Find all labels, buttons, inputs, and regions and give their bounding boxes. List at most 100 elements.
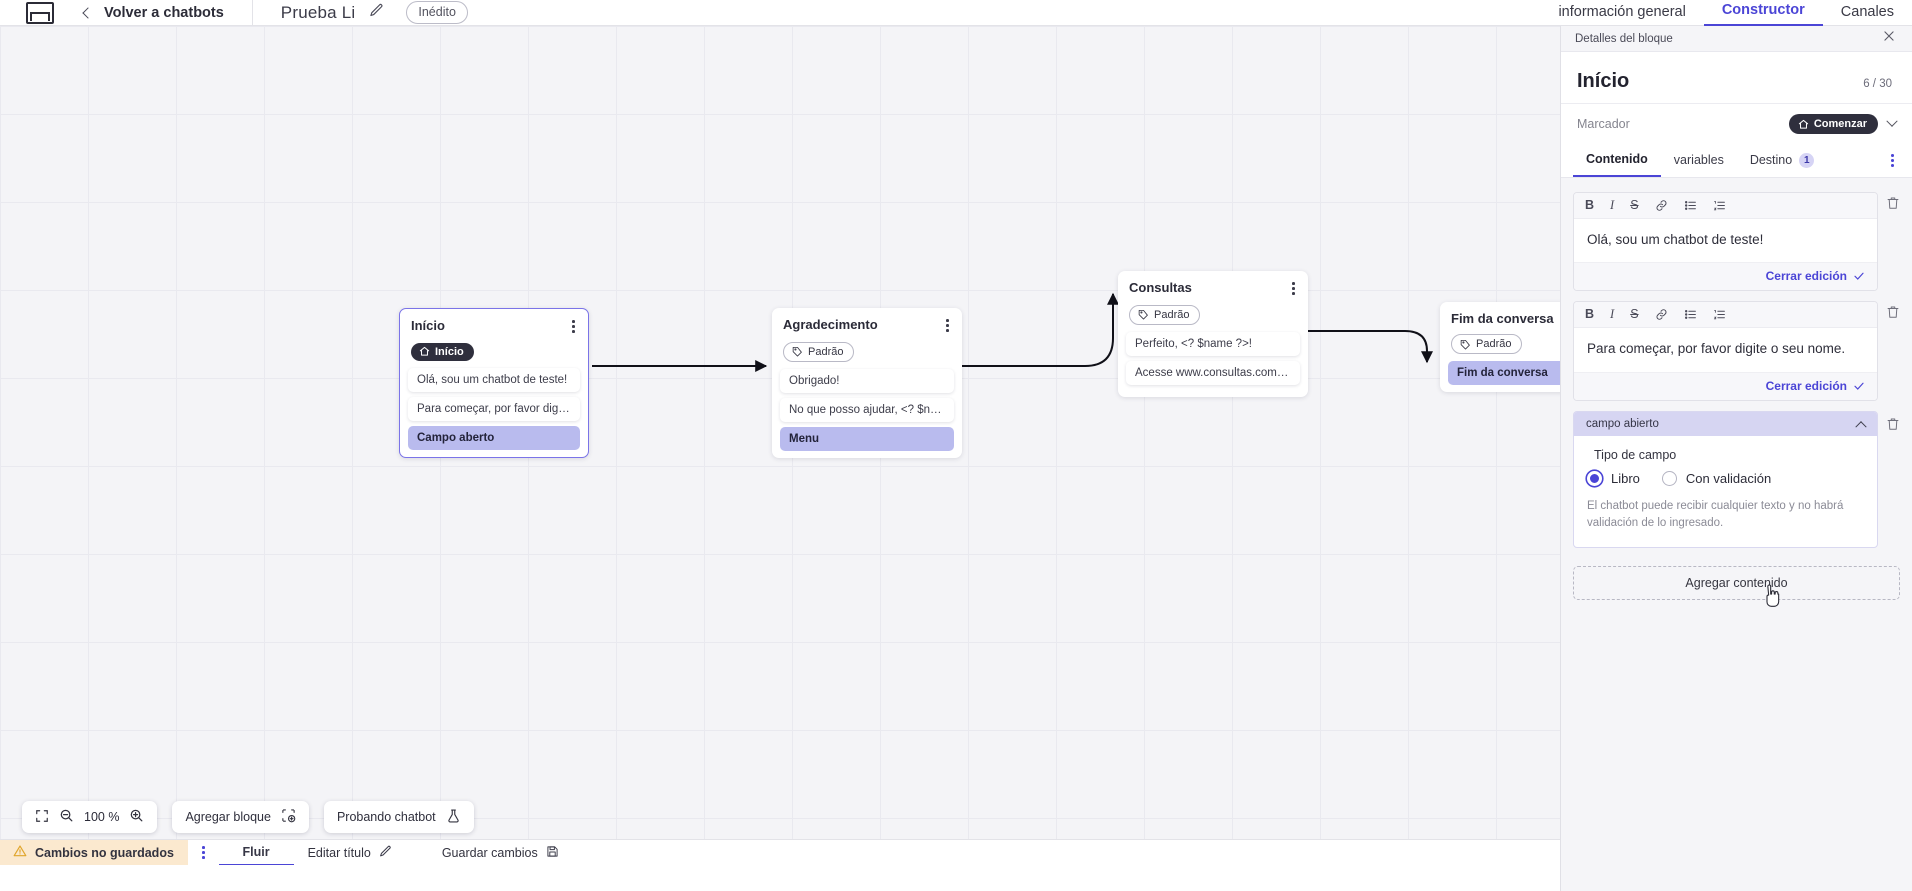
node-menu-kebab-icon[interactable]: [1290, 280, 1297, 297]
radio-option-con-validacion[interactable]: Con validación: [1661, 471, 1771, 487]
node-menu-kebab-icon[interactable]: [570, 318, 577, 335]
save-changes-button[interactable]: Guardar cambios: [428, 840, 573, 866]
panel-tabs-kebab-icon[interactable]: [1879, 146, 1906, 175]
bullet-list-icon[interactable]: [1684, 199, 1697, 212]
tag-icon: [792, 347, 802, 357]
strikethrough-icon[interactable]: S: [1630, 307, 1639, 322]
status-tab-fluir[interactable]: Fluir: [218, 840, 294, 865]
panel-tab-contenido[interactable]: Contenido: [1573, 144, 1661, 177]
field-help-text: El chatbot puede recibir cualquier texto…: [1587, 500, 1844, 530]
flow-node-agradecimento[interactable]: Agradecimento Padrão Obrigado! No que po…: [772, 308, 962, 458]
rich-text-editor[interactable]: B I S Para começar, por favor digite o s…: [1573, 301, 1878, 402]
message-text[interactable]: Olá, sou um chatbot de teste!: [1574, 219, 1877, 263]
field-type-radio-group: Libro Con validación: [1587, 471, 1864, 487]
panel-tab-destino[interactable]: Destino 1: [1737, 145, 1827, 177]
bullet-list-icon[interactable]: [1684, 308, 1697, 321]
marker-badge[interactable]: Comenzar: [1788, 114, 1878, 134]
node-tag-padrao: Padrão: [1451, 334, 1523, 354]
edit-title-button[interactable]: Editar título: [294, 840, 406, 866]
check-icon: [1854, 272, 1864, 281]
zoom-out-icon[interactable]: [59, 808, 74, 826]
vtex-logo-icon: [26, 1, 54, 24]
delete-message-trash-icon[interactable]: [1886, 192, 1900, 215]
close-edit-button[interactable]: Cerrar edición: [1766, 269, 1865, 283]
zoom-level-label: 100 %: [84, 810, 120, 824]
status-kebab-icon[interactable]: [188, 846, 219, 859]
delete-message-trash-icon[interactable]: [1886, 301, 1900, 324]
radio-label: Libro: [1611, 471, 1640, 487]
fit-screen-icon[interactable]: [35, 809, 49, 826]
node-row-highlighted[interactable]: Menu: [780, 426, 954, 451]
tab-constructor[interactable]: Constructor: [1703, 2, 1823, 26]
marker-label: Marcador: [1577, 117, 1630, 131]
close-edit-button[interactable]: Cerrar edición: [1766, 379, 1865, 393]
canvas-toolbar: 100 % Agregar bloque Probando chatbot: [22, 801, 474, 833]
bottom-status-bar: Cambios no guardados Fluir Editar título…: [0, 839, 1560, 865]
publish-status-badge: Inédito: [406, 1, 468, 24]
node-row[interactable]: Perfeito, <? $name ?>!: [1126, 331, 1300, 356]
node-tag-padrao: Padrão: [1129, 304, 1201, 325]
message-editor-card: B I S Para começar, por favor digite o s…: [1573, 301, 1900, 402]
italic-icon[interactable]: I: [1610, 307, 1615, 322]
delete-field-trash-icon[interactable]: [1886, 411, 1900, 436]
node-tag-label: Padrão: [1154, 308, 1190, 321]
close-edit-label: Cerrar edición: [1765, 379, 1847, 394]
save-disk-icon: [546, 845, 559, 861]
chatbot-name: Prueba Li: [280, 2, 356, 22]
node-row[interactable]: Olá, sou um chatbot de teste!: [408, 367, 580, 392]
node-header: Fim da conversa: [1440, 311, 1560, 326]
bold-icon[interactable]: B: [1585, 198, 1595, 213]
close-icon[interactable]: [1882, 29, 1896, 48]
node-tag-padrao: Padrão: [783, 341, 855, 362]
flow-node-consultas[interactable]: Consultas Padrão Perfeito, <? $name ?>! …: [1118, 271, 1308, 397]
numbered-list-icon[interactable]: [1713, 308, 1726, 321]
message-editor-card: B I S Olá, sou um chatbot de teste!: [1573, 192, 1900, 292]
chevron-down-icon[interactable]: [1886, 115, 1898, 127]
link-icon[interactable]: [1655, 308, 1668, 321]
add-content-label: Agregar contenido: [1685, 575, 1788, 590]
home-icon: [1798, 119, 1808, 129]
node-tag-label: Padrão: [1476, 338, 1512, 350]
bold-icon[interactable]: B: [1585, 307, 1595, 322]
node-row[interactable]: Obrigado!: [780, 368, 954, 393]
editor-toolbar: B I S: [1574, 302, 1877, 329]
strikethrough-icon[interactable]: S: [1630, 198, 1639, 213]
add-block-icon: [281, 808, 296, 826]
italic-icon[interactable]: I: [1610, 198, 1615, 213]
back-to-chatbots-button[interactable]: Volver a chatbots: [82, 5, 224, 21]
close-edit-label: Cerrar edición: [1765, 269, 1847, 284]
panel-tab-variables[interactable]: variables: [1673, 153, 1724, 167]
node-row[interactable]: Acesse www.consultas.com par...: [1126, 360, 1300, 385]
node-row-highlighted[interactable]: Campo aberto: [408, 425, 580, 450]
numbered-list-icon[interactable]: [1713, 199, 1726, 212]
node-tag-label: Início: [435, 345, 464, 358]
top-bar: Volver a chatbots Prueba Li Inédito info…: [0, 0, 1912, 26]
node-menu-kebab-icon[interactable]: [944, 317, 951, 334]
destino-count-badge: 1: [1799, 152, 1815, 168]
mouse-cursor-icon: [1762, 584, 1782, 611]
node-row-highlighted[interactable]: Fim da conversa: [1448, 361, 1560, 385]
zoom-in-icon[interactable]: [129, 808, 144, 826]
field-card-header[interactable]: campo abierto: [1574, 412, 1877, 437]
edit-name-pencil-icon[interactable]: [369, 3, 384, 23]
panel-tabs: Contenido variables Destino 1: [1561, 144, 1912, 178]
tab-canales[interactable]: Canales: [1840, 4, 1894, 20]
chevron-up-icon[interactable]: [1855, 421, 1867, 433]
add-block-button[interactable]: Agregar bloque: [172, 801, 309, 833]
field-config-card: campo abierto Tipo de campo Libro Con va…: [1573, 411, 1878, 548]
flow-node-inicio[interactable]: Início Início Olá, sou um chatbot de tes…: [399, 308, 589, 458]
add-content-button[interactable]: Agregar contenido: [1573, 565, 1900, 607]
flow-node-fim-da-conversa[interactable]: Fim da conversa Padrão Fim da conversa: [1440, 302, 1560, 392]
node-row[interactable]: No que posso ajudar, <? $name ...: [780, 397, 954, 422]
message-text[interactable]: Para começar, por favor digite o seu nom…: [1574, 328, 1877, 373]
node-title: Início: [411, 318, 445, 333]
tab-informacion-general[interactable]: información general: [1558, 4, 1686, 20]
node-header: Agradecimento: [772, 317, 962, 334]
link-icon[interactable]: [1655, 199, 1668, 212]
radio-option-libro[interactable]: Libro: [1587, 471, 1640, 487]
flow-canvas[interactable]: Início Início Olá, sou um chatbot de tes…: [0, 26, 1560, 865]
rich-text-editor[interactable]: B I S Olá, sou um chatbot de teste!: [1573, 192, 1878, 292]
node-row[interactable]: Para começar, por favor digite o ...: [408, 396, 580, 421]
zoom-controls[interactable]: 100 %: [22, 801, 158, 833]
test-chatbot-button[interactable]: Probando chatbot: [323, 801, 474, 833]
